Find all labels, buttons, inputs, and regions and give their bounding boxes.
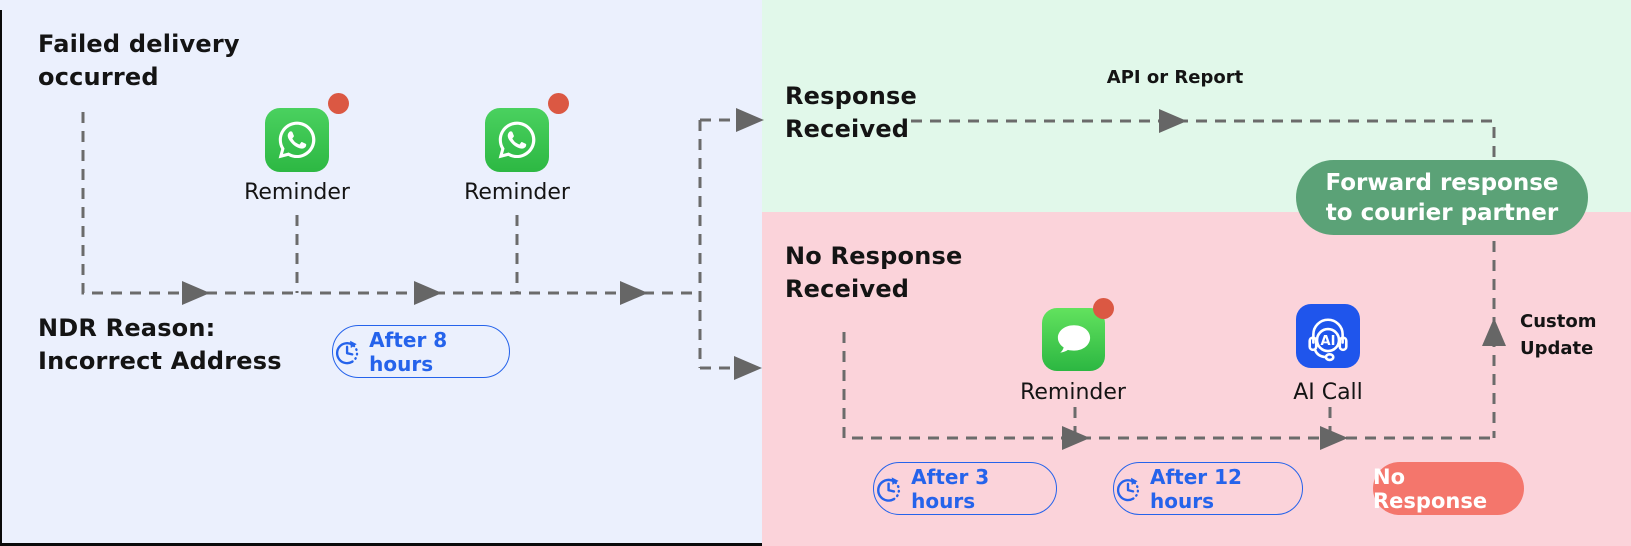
- notification-dot: [1093, 298, 1114, 319]
- whatsapp-icon: [265, 108, 329, 172]
- no-response-flow-line: [842, 332, 1494, 440]
- arrowhead-right-icon: [736, 108, 764, 132]
- clock-delay-icon: [335, 340, 359, 364]
- bottom-edge-line: [0, 543, 762, 546]
- notification-dot: [548, 93, 569, 114]
- whatsapp-glyph-icon: [498, 121, 536, 159]
- ai-call-label: AI Call: [1293, 380, 1363, 405]
- arrowhead-right-icon: [414, 281, 442, 305]
- custom-update-label: Custom Update: [1520, 311, 1597, 359]
- main-flow-line: [81, 112, 700, 295]
- svg-text:AI: AI: [1321, 334, 1336, 349]
- arrowhead-right-icon: [734, 356, 762, 380]
- forward-response-label: Forward response to courier partner: [1325, 169, 1559, 226]
- api-or-report-label: API or Report: [1106, 67, 1244, 88]
- arrowhead-right-icon: [1320, 426, 1348, 450]
- forward-response-pill: Forward response to courier partner: [1296, 160, 1588, 235]
- clock-delay-icon: [1116, 477, 1140, 501]
- left-edge-line: [0, 10, 2, 546]
- arrowhead-right-icon: [1159, 109, 1187, 133]
- api-report-line: [911, 119, 1496, 438]
- ndr-reason-text: NDR Reason: Incorrect Address: [38, 314, 282, 375]
- whatsapp-glyph-icon: [278, 121, 316, 159]
- reminder2-label: Reminder: [464, 180, 570, 205]
- imessage-icon: [1042, 308, 1105, 371]
- after-3-hours-pill: After 3 hours: [873, 462, 1057, 515]
- no-response-pill: No Response: [1373, 462, 1524, 515]
- ai-call-icon: AI: [1296, 304, 1360, 368]
- failed-delivery-zone: [0, 0, 762, 546]
- after-12-hours-pill: After 12 hours: [1113, 462, 1303, 515]
- failed-delivery-title: Failed delivery occurred: [38, 30, 240, 91]
- no-response-received-title: No Response Received: [785, 242, 963, 303]
- arrowhead-up-icon: [1482, 318, 1506, 346]
- arrowhead-right-icon: [1062, 426, 1090, 450]
- speech-bubble-icon: [1057, 324, 1090, 353]
- after-8-hours-pill: After 8 hours: [332, 325, 510, 378]
- reminder1-label: Reminder: [244, 180, 350, 205]
- after-8-hours-label: After 8 hours: [369, 327, 448, 376]
- ai-headset-icon: AI: [1308, 318, 1348, 362]
- notification-dot: [328, 93, 349, 114]
- clock-delay-icon: [877, 476, 901, 502]
- no-response-pill-label: No Response: [1373, 464, 1488, 513]
- whatsapp-icon: [485, 108, 549, 172]
- after-3-hours-label: After 3 hours: [911, 464, 990, 513]
- arrowhead-right-icon: [620, 281, 648, 305]
- reminder3-label: Reminder: [1020, 380, 1126, 405]
- arrowhead-right-icon: [182, 281, 210, 305]
- after-12-hours-label: After 12 hours: [1149, 464, 1242, 513]
- response-received-title: Response Received: [785, 82, 917, 143]
